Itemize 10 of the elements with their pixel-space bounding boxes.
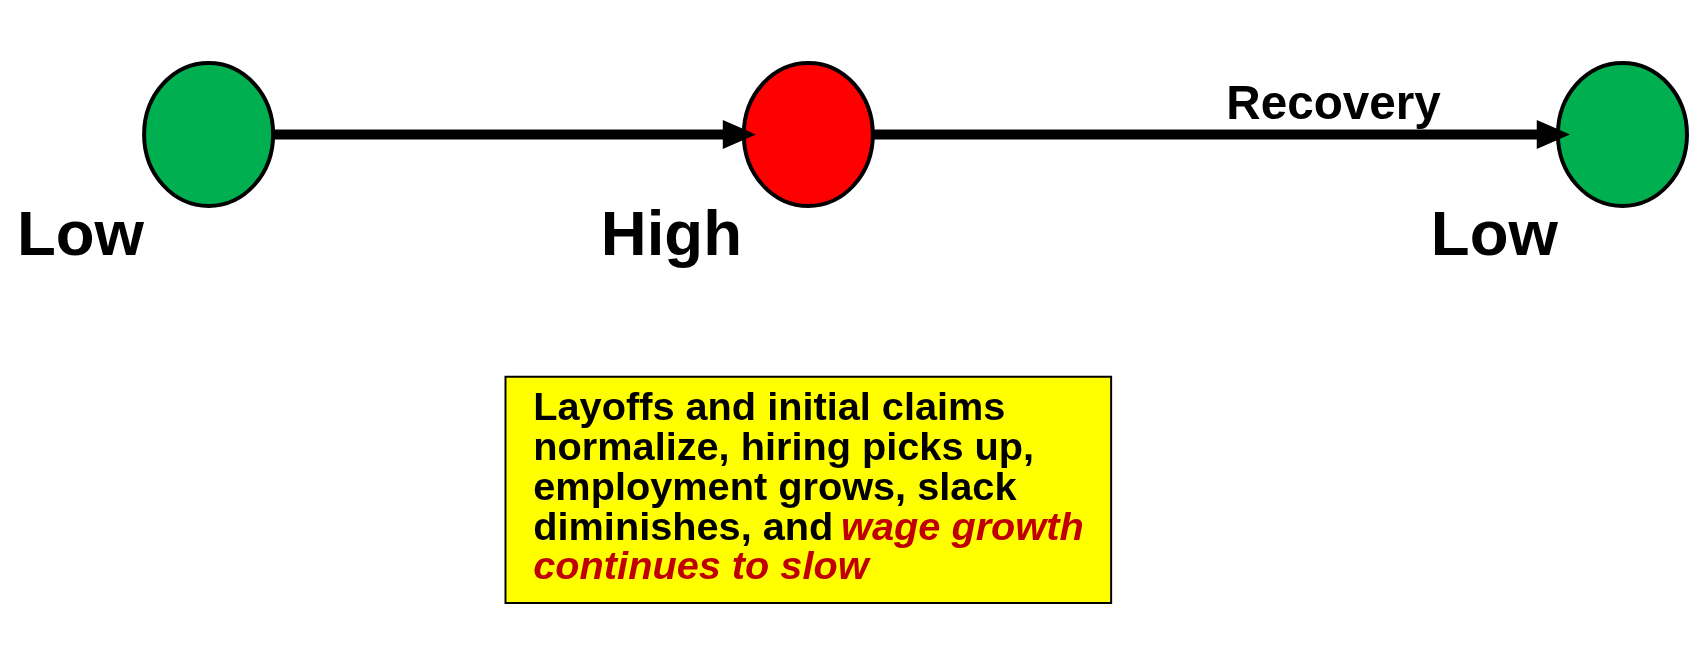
node-circle — [741, 60, 875, 208]
node-label: Low — [17, 196, 145, 268]
node-circle — [1555, 60, 1689, 208]
edge-label: Recovery — [1226, 75, 1441, 129]
node-label: Low — [1430, 196, 1558, 268]
node-box: Layoffs and initial claims normalize, hiring picks up, employment grows, slack diminishes, and wage growth continues to slow — [504, 375, 1113, 605]
arrow — [273, 119, 757, 149]
node-circle — [142, 60, 276, 208]
arrow — [873, 119, 1570, 149]
node-label: High — [600, 196, 742, 268]
